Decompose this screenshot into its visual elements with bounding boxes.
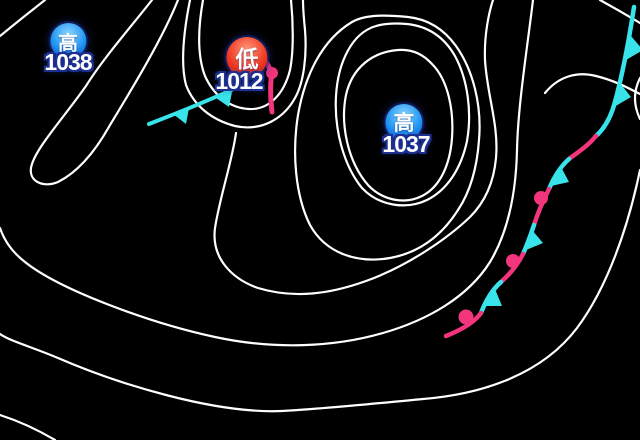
cold-front-triangle-icon	[626, 36, 640, 60]
high-pressure-symbol-icon: 高	[49, 23, 86, 59]
warm-front-stub	[259, 54, 278, 115]
pressure-system-high-west: 高 1038	[44, 23, 93, 75]
cold-front-line	[147, 84, 242, 126]
warm-front-bump-icon	[458, 309, 474, 325]
isobar-loop-inner	[342, 48, 454, 202]
isobar-line	[0, 0, 47, 38]
isobar-line	[213, 0, 498, 296]
low-pressure-symbol-icon: 低	[226, 36, 268, 78]
isobar-line	[598, 0, 640, 25]
cold-front-triangle-icon	[216, 92, 232, 107]
stationary-front-cold-segment	[478, 279, 504, 316]
warm-front-bump-icon	[506, 254, 520, 268]
cold-front-triangle-icon	[526, 230, 543, 250]
high-pressure-symbol-icon: 高	[385, 103, 423, 141]
stationary-front-warm-segment	[531, 186, 552, 228]
warm-front-bump-icon	[266, 67, 278, 79]
stationary-front-warm-segment	[443, 310, 484, 339]
isobar-line	[198, 0, 294, 111]
stationary-front-warm-segment	[498, 251, 526, 285]
isobar-line	[0, 168, 640, 413]
cold-front-triangle-icon	[614, 83, 631, 107]
stationary-front-east	[443, 4, 640, 339]
pressure-symbol: 高	[393, 112, 415, 135]
isobar-loop-outer	[294, 14, 481, 261]
warm-front-bump-icon	[534, 191, 548, 205]
pressure-value: 1037	[382, 130, 430, 157]
pressure-value: 1012	[215, 67, 263, 94]
cold-front-west	[147, 84, 242, 126]
pressure-symbol: 高	[57, 32, 78, 55]
pressure-symbol: 低	[235, 46, 259, 72]
cold-front-triangle-icon	[173, 108, 189, 124]
isobar-line	[0, 0, 535, 347]
pressure-value: 1038	[44, 49, 92, 75]
cold-front-triangle-icon	[486, 289, 502, 306]
cold-front-triangle-icon	[551, 167, 569, 186]
isobar-loop-middle	[334, 22, 471, 207]
stationary-front-cold-segment	[593, 4, 637, 139]
stationary-front-warm-segment	[566, 133, 599, 162]
isobar-line	[181, 0, 307, 129]
pressure-system-high-east: 高 1037	[380, 103, 431, 157]
isobar-line	[29, 0, 180, 186]
isobar-line	[0, 413, 57, 440]
warm-front-line	[259, 54, 275, 115]
isobar-line	[633, 76, 640, 121]
stationary-front-cold-segment	[546, 156, 572, 192]
stationary-front-cold-segment	[520, 222, 537, 257]
pressure-system-low-center: 低 1012	[215, 36, 270, 93]
isobar-line	[543, 73, 640, 96]
